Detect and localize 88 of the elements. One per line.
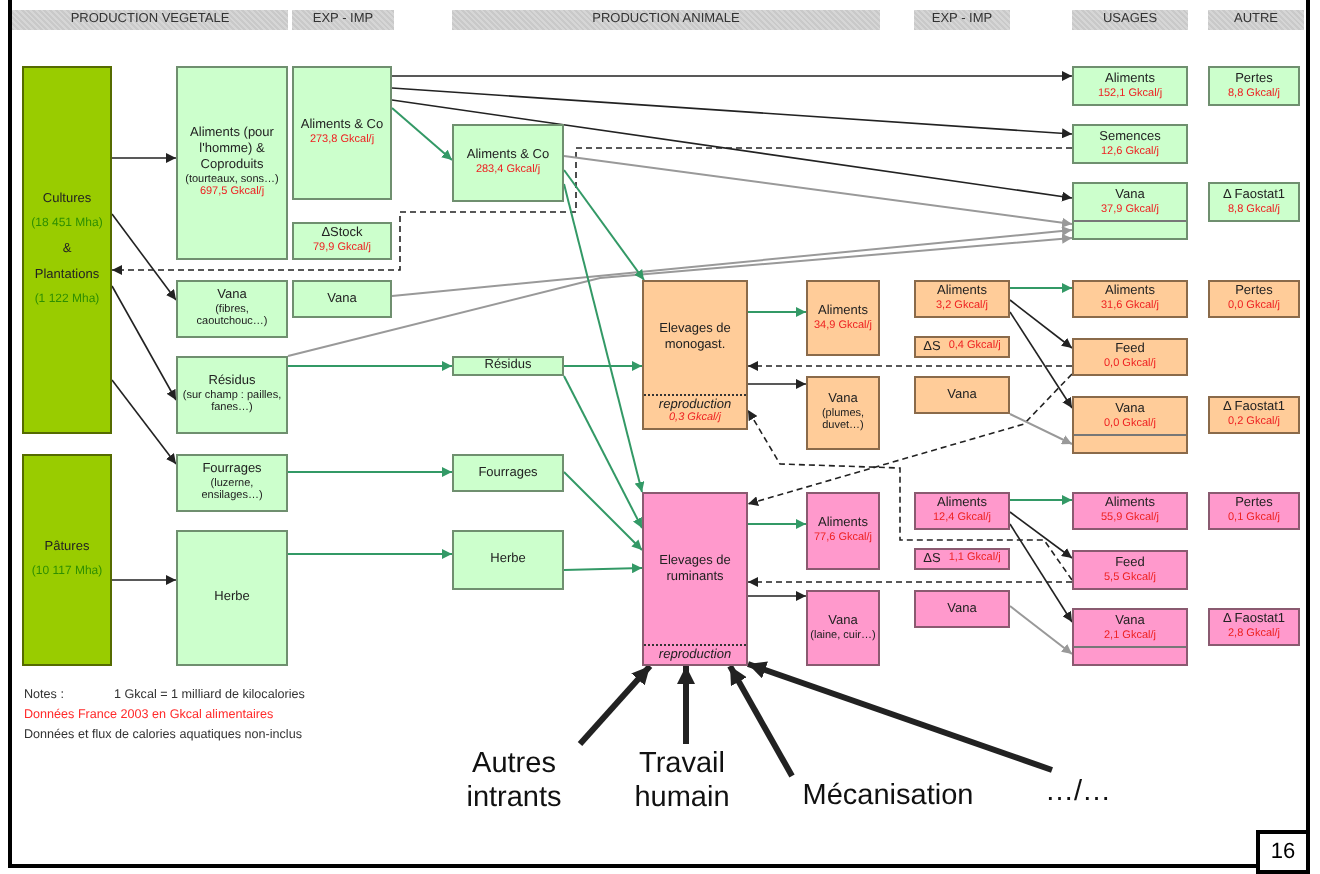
flow-box [1072,280,1188,318]
arrow [1009,523,1073,623]
flow-box [806,492,880,570]
arrow [1009,495,1073,505]
flow-box [176,66,288,260]
flow-box [1208,280,1300,318]
livestock-box [642,492,748,666]
arrow [747,379,807,389]
flow-box [806,280,880,356]
flow-box [1072,550,1188,590]
flow-box [1208,182,1300,222]
arrow [287,467,453,477]
flow-box [914,376,1010,414]
flow-box [1208,492,1300,530]
input-label: Travail humain [632,748,732,816]
arrow [747,591,807,601]
flow-box [292,222,392,260]
flow-box [176,280,288,338]
arrow [391,226,1073,297]
arrow [1009,311,1073,409]
arrow [747,409,1073,581]
flow-box [176,356,288,434]
arrow [111,285,177,401]
arrow [111,575,177,585]
arrow [1009,511,1073,559]
arrow [391,71,1073,81]
flow-box [452,124,564,202]
flow-box [1072,338,1188,376]
flow-box [1072,124,1188,164]
flow-box [1072,396,1188,454]
arrow [1009,283,1073,293]
arrow [747,661,1053,773]
flow-box [914,590,1010,628]
arrow [577,664,653,746]
flow-box [1072,66,1188,106]
flow-box [176,454,288,512]
flow-box [806,376,880,450]
input-label: Mécanisation [800,779,976,813]
arrow [727,664,795,778]
arrow [391,107,453,161]
arrow [563,471,643,551]
arrow [111,147,1073,275]
flow-box [292,280,392,318]
flow-box [914,548,1010,570]
land-use-box [22,454,112,666]
arrow [287,233,1073,357]
arrow [563,169,645,281]
arrow [563,375,643,529]
arrow [287,361,453,371]
flow-box [1208,396,1300,434]
arrow [677,666,695,744]
arrow [1009,299,1073,349]
arrow [563,361,643,371]
arrow [747,361,1073,371]
arrow [391,87,1073,139]
livestock-box [642,280,748,430]
flow-box [452,454,564,492]
flow-box [292,66,392,200]
flow-box [914,336,1010,358]
arrow [391,99,1073,202]
arrow [1009,413,1073,445]
arrow [563,155,1073,228]
arrow [563,183,645,493]
arrow [563,563,643,574]
flow-box [806,590,880,666]
flow-box [914,280,1010,318]
page-number: 16 [1256,830,1310,874]
arrow [747,373,1073,506]
arrow [747,577,1073,587]
flow-box [1072,608,1188,666]
flow-box [176,530,288,666]
arrow [111,213,177,301]
flow-box [1208,608,1300,646]
arrow [747,519,807,529]
arrow [1009,605,1073,655]
flow-box [1208,66,1300,106]
flow-box [452,356,564,376]
arrow [111,379,177,465]
input-label: …/… [1042,775,1114,809]
flow-box [1072,182,1188,240]
flow-box [914,492,1010,530]
arrow [287,549,453,559]
arrow [747,307,807,317]
flow-box [452,530,564,590]
arrow [111,153,177,163]
input-label: Autres intrants [464,748,564,816]
land-use-box [22,66,112,434]
flow-box [1072,492,1188,530]
